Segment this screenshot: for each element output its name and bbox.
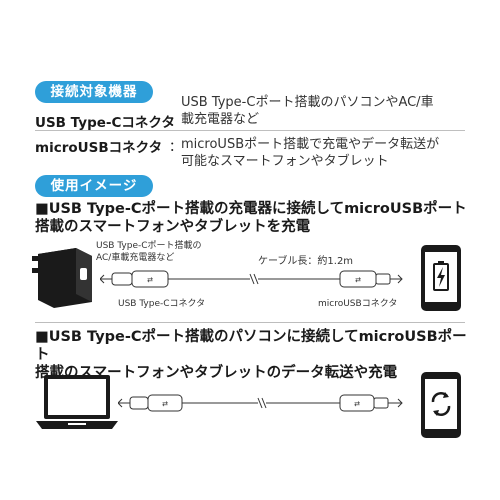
laptop-icon — [36, 375, 118, 429]
usb-cable-icon: ⇄ ⇄ — [100, 270, 403, 288]
scenario-title-line: ■USB Type-Cポート搭載のパソコンに接続してmicroUSBポート — [35, 329, 467, 363]
spec-row-usb-type-c: USB Type-Cコネクタ ： USB Type-Cポート搭載のパソコンやAC… — [35, 94, 465, 131]
cable-length-label: ケーブル長：約1.2m — [258, 256, 354, 267]
data-transfer-diagram: ⇄ ⇄ — [0, 365, 500, 445]
spec-value-line: microUSBポート搭載で充電やデータ転送が — [181, 137, 440, 152]
spec-colon: ： — [169, 115, 183, 130]
svg-text:⇄: ⇄ — [355, 276, 361, 284]
scenario-title: ■USB Type-Cポート搭載の充電器に接続してmicroUSBポート 搭載の… — [35, 200, 475, 236]
smartphone-sync-icon — [421, 372, 461, 438]
spec-value: USB Type-Cポート搭載のパソコンやAC/車 載充電器など — [181, 94, 481, 128]
spec-value-line: 載充電器など — [181, 112, 260, 127]
usb-type-c-connector-label: USB Type-Cコネクタ — [118, 299, 206, 309]
connectable-devices-badge: 接続対象機器 — [35, 81, 153, 103]
smartphone-charging-icon — [421, 245, 461, 311]
svg-text:⇄: ⇄ — [147, 276, 153, 284]
divider — [35, 130, 465, 131]
svg-text:⇄: ⇄ — [354, 400, 360, 408]
spec-colon: ： — [169, 140, 183, 155]
spec-value: microUSBポート搭載で充電やデータ転送が 可能なスマートフォンやタブレット — [181, 136, 481, 170]
usage-image-badge: 使用イメージ — [35, 175, 153, 197]
spec-row-micro-usb: microUSBコネクタ ： microUSBポート搭載で充電やデータ転送が 可… — [35, 136, 465, 170]
usb-cable-icon: ⇄ ⇄ — [118, 394, 403, 412]
source-label: USB Type-Cポート搭載の — [96, 241, 202, 251]
spec-value-line: USB Type-Cポート搭載のパソコンやAC/車 — [181, 95, 434, 110]
scenario-title-line: 搭載のスマートフォンやタブレットを充電 — [35, 219, 311, 235]
micro-usb-connector-label: microUSBコネクタ — [318, 299, 398, 309]
svg-text:⇄: ⇄ — [162, 400, 168, 408]
spec-label: USB Type-Cコネクタ — [35, 115, 175, 131]
source-label: AC/車載充電器など — [96, 253, 175, 263]
section-divider — [35, 322, 465, 323]
spec-value-line: 可能なスマートフォンやタブレット — [181, 154, 389, 169]
scenario-title: ■USB Type-Cポート搭載のパソコンに接続してmicroUSBポート 搭載… — [35, 328, 475, 382]
ac-charger-icon — [32, 248, 92, 308]
spec-label: microUSBコネクタ — [35, 140, 163, 156]
scenario-title-line: 搭載のスマートフォンやタブレットのデータ転送や充電 — [35, 365, 398, 381]
scenario-title-line: ■USB Type-Cポート搭載の充電器に接続してmicroUSBポート — [35, 201, 467, 217]
charging-diagram: USB Type-Cポート搭載の AC/車載充電器など ケーブル長：約1.2m … — [0, 236, 500, 316]
